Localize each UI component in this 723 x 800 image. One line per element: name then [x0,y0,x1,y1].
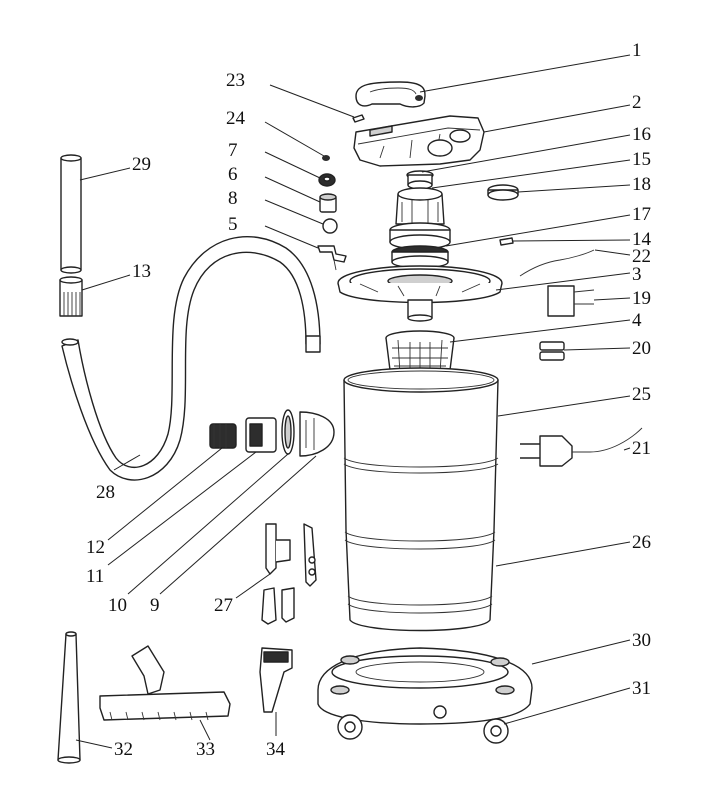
part-3-mount-plate [337,265,503,322]
callout-labels: 1 2 16 15 18 17 14 22 3 19 4 20 25 21 26… [86,40,652,760]
part-2-head-cover [353,115,485,167]
part-15-16-motor-top [406,170,434,190]
callout-2: 2 [632,92,642,113]
part-1-handle [355,81,426,108]
part-10-gasket [281,409,295,455]
callout-9: 9 [150,595,160,616]
callout-10: 10 [108,595,127,616]
callout-8: 8 [228,188,238,209]
part-34-crevice [259,647,293,713]
callout-24: 24 [226,108,246,129]
leader-lines [75,54,631,749]
callout-17: 17 [632,204,651,225]
callout-22: 22 [632,246,651,267]
part-33-floor-brush [99,645,231,721]
callout-29: 29 [132,154,151,175]
callout-30: 30 [632,630,651,651]
part-32-wand [57,631,81,764]
callout-28: 28 [96,482,115,503]
part-20-connectors [539,341,565,361]
part-25-26-drum [343,367,499,632]
callout-25: 25 [632,384,651,405]
callout-4: 4 [632,310,642,331]
part-17-motor [389,187,451,269]
part-30-31-trolley [317,647,533,744]
callout-1: 1 [632,40,642,61]
part-7-nut [318,173,336,187]
part-29-tube [60,154,82,274]
part-13-cuff [59,276,83,317]
part-6-switch [319,193,337,213]
callout-18: 18 [632,174,651,195]
callout-12: 12 [86,537,105,558]
callout-23: 23 [226,70,245,91]
part-9-inlet [299,411,335,457]
part-11-coupling [245,417,277,453]
callout-13: 13 [132,261,151,282]
part-21-plug [520,427,643,467]
part-12-adaptor [209,423,237,449]
callout-34: 34 [266,739,286,760]
callout-31: 31 [632,678,651,699]
part-19-switch-box [547,285,595,317]
part-8-ball [322,218,338,234]
part-18-disc [487,184,519,201]
part-24-ring [322,155,330,161]
callout-19: 19 [632,288,651,309]
callout-7: 7 [228,140,238,161]
part-27-hooks [261,523,317,625]
callout-11: 11 [86,566,104,587]
callout-3: 3 [632,264,642,285]
part-22-wire [519,249,595,277]
callout-33: 33 [196,739,215,760]
callout-15: 15 [632,149,651,170]
callout-26: 26 [632,532,651,553]
callout-16: 16 [632,124,651,145]
callout-27: 27 [214,595,233,616]
callout-32: 32 [114,739,133,760]
part-28-hose [61,235,321,481]
callout-14: 14 [632,229,652,250]
part-23-clip [352,114,365,123]
callout-5: 5 [228,214,238,235]
callout-6: 6 [228,164,238,185]
part-5-bracket [317,245,347,271]
callout-20: 20 [632,338,651,359]
callout-21: 21 [632,438,651,459]
part-14-screw [499,237,514,246]
